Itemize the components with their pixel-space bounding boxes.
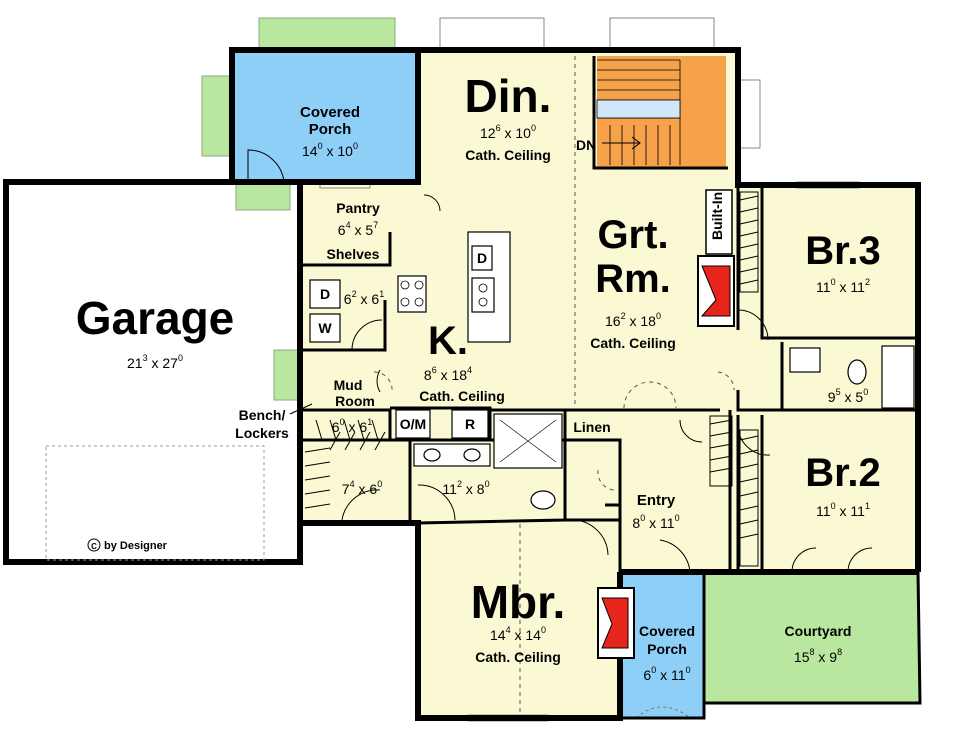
fireplaces [597, 255, 735, 659]
rear-porch-dims: 140 x 100 [302, 141, 358, 159]
kitchen-note: Cath. Ceiling [419, 388, 505, 404]
bath-fixtures [413, 345, 915, 510]
great-room-name2: Rm. [595, 257, 671, 301]
br2-name: Br.2 [805, 451, 881, 495]
pantry-name: Pantry [336, 200, 380, 216]
pantry-dims: 64 x 57 [338, 220, 378, 238]
dining-name: Din. [465, 70, 552, 122]
dining-note: Cath. Ceiling [465, 147, 551, 163]
mbr-fireplace-icon [601, 597, 629, 649]
copyright-symbol: C [91, 542, 97, 551]
bath2-toilet [847, 359, 867, 385]
courtyard-name: Courtyard [785, 623, 852, 639]
fridge-box [451, 409, 489, 439]
built-in-box [705, 189, 733, 255]
laundry-dims: 62 x 61 [344, 289, 384, 307]
mbr-note: Cath. Ceiling [475, 649, 561, 665]
oven-microwave-label: O/M [400, 416, 426, 432]
interior-walls [300, 56, 918, 575]
dishwasher-box [471, 245, 493, 271]
stair-dn-label: DN [576, 137, 596, 153]
front-porch-dims: 60 x 110 [643, 665, 690, 683]
door-swings [247, 149, 873, 573]
great-room-dims: 162 x 180 [605, 311, 661, 329]
closet-dims: 74 x 60 [342, 479, 382, 497]
mbr-dims: 144 x 140 [490, 625, 546, 643]
garage-door-outline [45, 445, 265, 561]
kitchen-name: K. [428, 319, 468, 363]
rear-porch-name1: Covered [300, 104, 360, 121]
garage [3, 179, 303, 565]
garage-name: Garage [76, 292, 235, 344]
rear-step-top [258, 17, 396, 51]
br2-dims: 110 x 111 [816, 501, 870, 519]
rear-porch-name2: Porch [309, 121, 352, 138]
mud-room-name2: Room [335, 393, 375, 409]
linen-label: Linen [573, 419, 610, 435]
garage-dims: 213 x 270 [127, 353, 183, 371]
closet-hatch [304, 191, 759, 567]
bench-leader [289, 403, 313, 415]
copyright-label: by Designer [104, 540, 168, 552]
exterior-pads [201, 17, 691, 719]
great-room-name1: Grt. [597, 213, 668, 257]
br3-name: Br.3 [805, 229, 881, 273]
washer-box [309, 313, 341, 343]
front-porch-name2: Porch [647, 641, 687, 657]
stair-landing [596, 99, 681, 119]
front-porch-fill [622, 574, 704, 717]
stair-arrow [602, 136, 641, 150]
kitchen-dims: 86 x 184 [424, 365, 472, 383]
mud-room-name1: Mud [334, 377, 363, 393]
mbath-toilet [530, 490, 556, 510]
rear-step-left [201, 75, 233, 157]
grt-fireplace-icon [700, 265, 731, 317]
range-box [397, 275, 427, 313]
dryer-box [309, 279, 341, 309]
island-sink [471, 277, 495, 313]
bench-label1: Bench/ [239, 407, 286, 423]
mud-room-dims: 60 x 61 [332, 417, 372, 435]
mud-step [273, 349, 301, 401]
pantry-shelves: Shelves [327, 246, 380, 262]
kitchen-fixtures [309, 231, 511, 439]
front-porch-name1: Covered [639, 623, 695, 639]
dryer-label: D [320, 286, 330, 302]
om-box [395, 409, 431, 439]
refrigerator-label: R [465, 416, 475, 432]
dishwasher-label: D [477, 250, 487, 266]
bath2-tub [881, 345, 915, 409]
courtyard-dims: 158 x 98 [794, 647, 842, 665]
dining-dims: 126 x 100 [480, 123, 536, 141]
washer-label: W [318, 320, 332, 336]
built-in-label: Built-In [709, 192, 725, 240]
master-bath-dims: 112 x 80 [442, 479, 489, 497]
great-room-note: Cath. Ceiling [590, 335, 676, 351]
rear-step-bottom [235, 183, 291, 211]
copyright-icon [87, 538, 101, 552]
br3-dims: 110 x 112 [816, 277, 870, 295]
entry-dims: 80 x 110 [632, 513, 679, 531]
courtyard-fill [704, 574, 919, 703]
rear-porch-fill [232, 50, 418, 182]
mbr-name: Mbr. [471, 576, 566, 628]
bath2-vanity [789, 347, 821, 373]
entry-name: Entry [637, 492, 676, 509]
bath2-dims: 95 x 50 [828, 387, 868, 405]
bench-label2: Lockers [235, 425, 289, 441]
